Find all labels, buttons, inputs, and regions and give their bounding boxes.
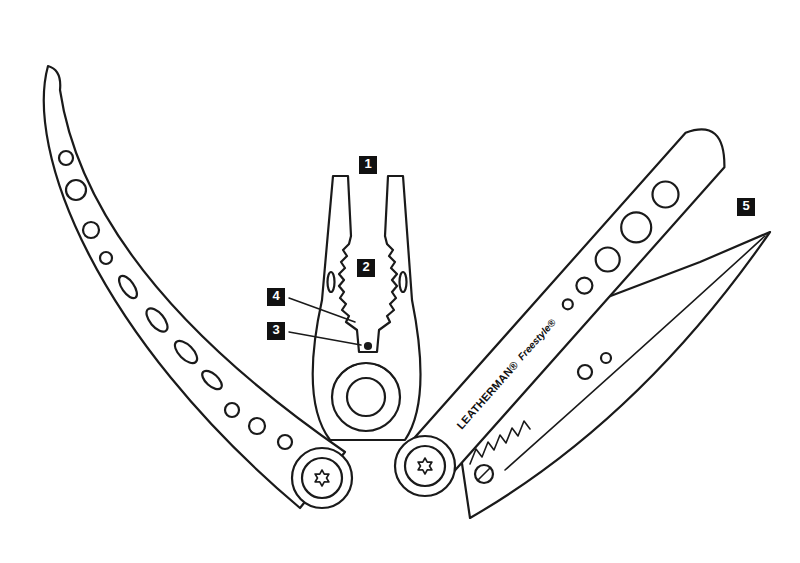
- blade-hole: [578, 365, 592, 379]
- handle-hole: [59, 151, 73, 165]
- torx-screw: [315, 470, 329, 486]
- head-ring-inner: [347, 378, 385, 416]
- brand-text: LEATHERMAN®: [454, 358, 522, 432]
- blade-hole: [601, 353, 611, 363]
- handle-hole: [83, 222, 99, 238]
- pivot-inner: [405, 446, 445, 486]
- handle-slot: [171, 337, 201, 367]
- handle-hole: [249, 418, 265, 434]
- torx-screw: [418, 458, 432, 474]
- handle-slot: [116, 273, 141, 301]
- handle-hole: [596, 248, 620, 272]
- handle-hole: [66, 180, 86, 200]
- jaw-slot: [400, 272, 407, 292]
- plier-head: [313, 176, 421, 440]
- callout-number: 1: [359, 156, 377, 174]
- leader-lines: [289, 298, 361, 345]
- leader-line: [289, 332, 361, 345]
- left-handle-outline: [44, 66, 345, 508]
- handle-slot: [199, 368, 225, 393]
- handle-slot: [143, 305, 172, 335]
- callout-number: 3: [267, 322, 285, 340]
- pivots: [292, 436, 455, 508]
- plier-jaws-outline: [313, 176, 421, 440]
- handle-hole: [100, 252, 112, 264]
- head-ring-outer: [332, 363, 400, 431]
- handle-hole: [225, 403, 239, 417]
- wire-cutter-pivot: [365, 343, 371, 349]
- right-handle-outline: [406, 129, 725, 482]
- blade-screw: [475, 465, 493, 483]
- callout-number: 2: [357, 259, 375, 277]
- handle-hole: [621, 212, 651, 242]
- callout-number: 4: [267, 288, 285, 306]
- handle-hole: [278, 435, 292, 449]
- head-ring-arc: [338, 363, 394, 378]
- pivot-inner: [302, 458, 342, 498]
- brand-text: Freestyle®: [515, 316, 559, 363]
- callout-number: 5: [737, 198, 755, 216]
- blade-screw-slot: [478, 468, 490, 480]
- right-handle: [406, 129, 725, 482]
- pivot-outer: [292, 448, 352, 508]
- pivot-outer: [395, 436, 455, 496]
- jaw-slot: [328, 272, 335, 292]
- handle-hole: [576, 278, 592, 294]
- handle-hole: [563, 299, 573, 309]
- left-handle: [44, 66, 345, 508]
- leader-line: [289, 298, 355, 322]
- handle-hole: [653, 182, 679, 208]
